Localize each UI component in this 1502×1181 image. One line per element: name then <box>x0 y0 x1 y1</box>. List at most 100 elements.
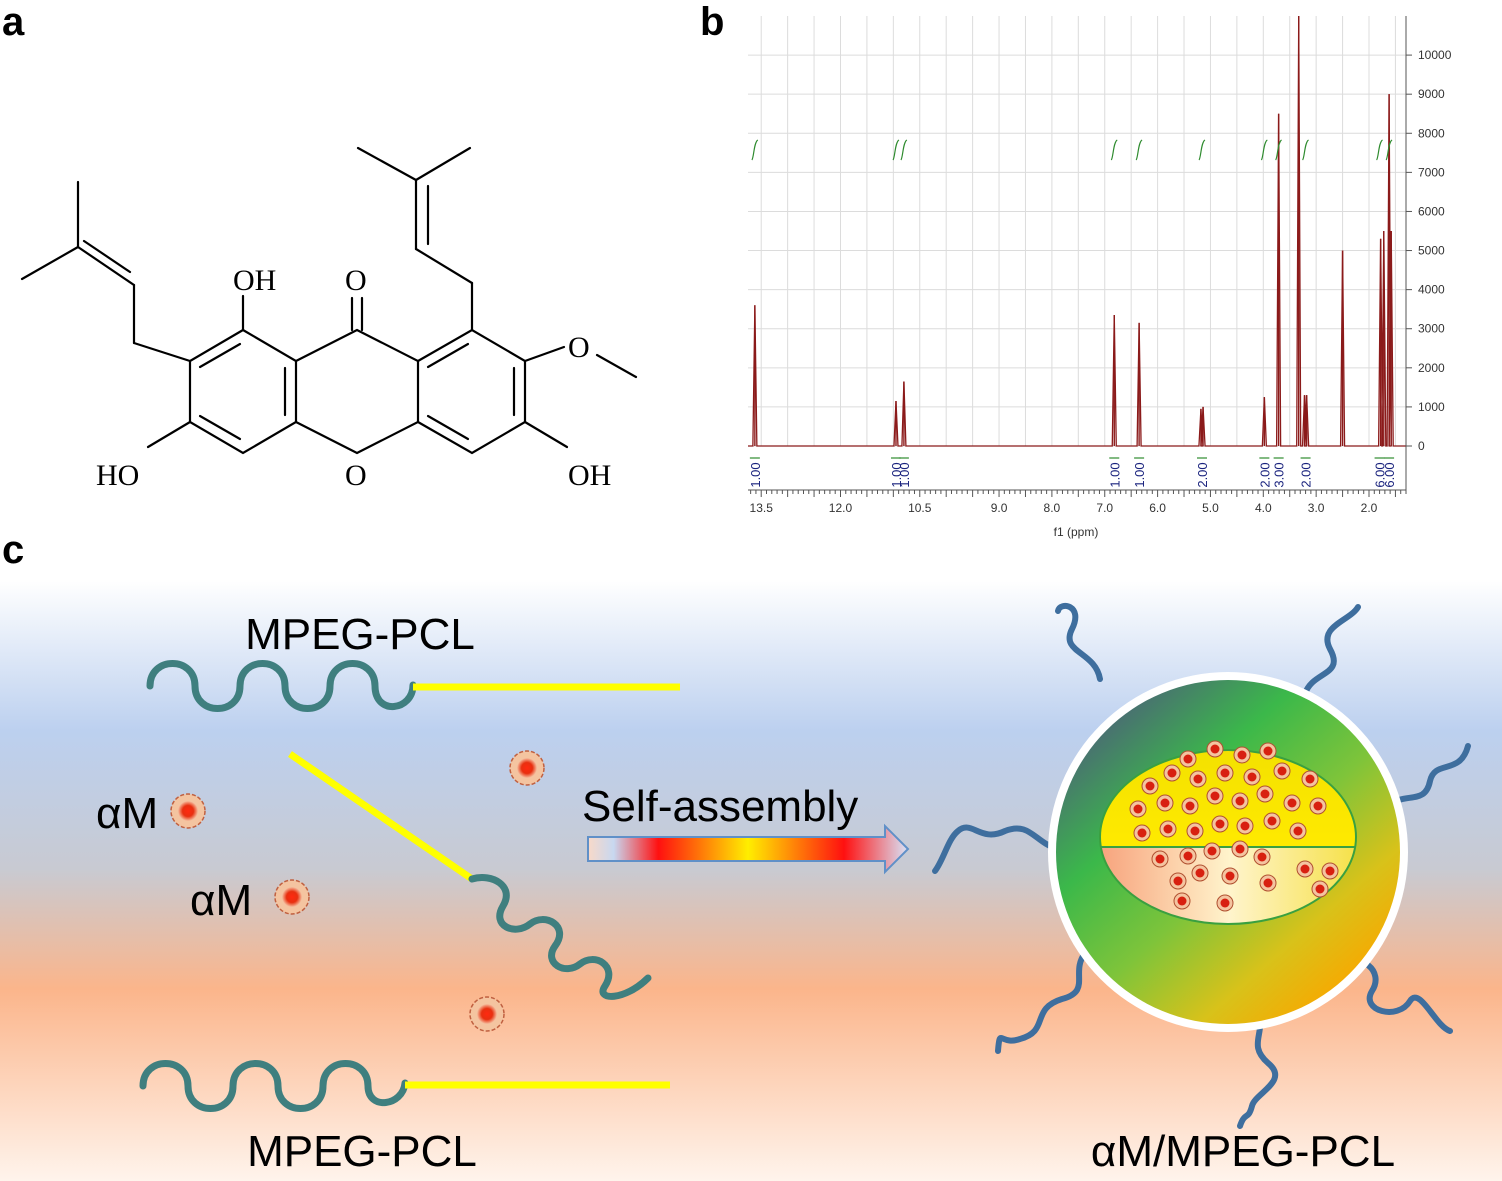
panel-label-a: a <box>2 0 25 44</box>
y-tick-label: 0 <box>1418 439 1425 453</box>
pcl-chain-diagonal <box>288 751 474 882</box>
drug-particle-icon <box>1309 797 1327 815</box>
x-tick-label: 12.0 <box>829 501 853 515</box>
label-carbonyl-o: O <box>345 264 367 297</box>
integral-label: 1.00 <box>897 462 912 487</box>
nmr-grid <box>748 16 1406 447</box>
x-tick-label: 8.0 <box>1044 501 1061 515</box>
arrow-label: Self-assembly <box>582 782 858 831</box>
y-tick-label: 8000 <box>1418 126 1445 140</box>
x-tick-label: 6.0 <box>1149 501 1166 515</box>
integral-label: 6.00 <box>1382 462 1397 487</box>
drug-label-2: αM <box>190 876 252 925</box>
label-ring-o: O <box>345 459 367 492</box>
nmr-spectrum <box>748 15 1406 447</box>
drug-particle-icon <box>1231 840 1249 858</box>
drug-particle-icon <box>1169 872 1187 890</box>
drug-particle-icon <box>1263 812 1281 830</box>
drug-particle-icon <box>1311 880 1329 898</box>
drug-particle-icon <box>1173 892 1191 910</box>
drug-particle-icon <box>1221 867 1239 885</box>
micelle-core <box>1099 749 1357 925</box>
peg-chain-top <box>146 660 417 712</box>
drug-particle-icon <box>1256 785 1274 803</box>
drug-particle-icon <box>1179 750 1197 768</box>
drug-particle-icon <box>1191 864 1209 882</box>
label-ho-left: HO <box>96 459 139 492</box>
drug-particle-icon <box>1283 794 1301 812</box>
right-ring <box>416 328 527 455</box>
encapsulated-drugs <box>1129 740 1339 912</box>
integral-curve <box>1275 139 1283 161</box>
y-tick-label: 2000 <box>1418 361 1445 375</box>
drug-particle-icon <box>469 996 505 1032</box>
integral-curve <box>1302 139 1309 161</box>
drug-particle-icon <box>1289 822 1307 840</box>
drug-particle-icon <box>1186 822 1204 840</box>
integral-label: 2.00 <box>1195 462 1210 487</box>
drug-particle-icon <box>1181 797 1199 815</box>
drug-particle-icon <box>1216 894 1234 912</box>
polymer-label-top: MPEG-PCL <box>245 610 475 659</box>
drug-particle-icon <box>1206 787 1224 805</box>
drug-particle-icon <box>1301 770 1319 788</box>
drug-particle-icon <box>1163 764 1181 782</box>
micelle-chain <box>1237 1006 1279 1129</box>
integral-curve <box>1135 139 1143 161</box>
self-assembly-scheme: MPEG-PCL MPEG-PCL αM αM αM/MPEG-PCL Self… <box>0 581 1502 1181</box>
label-oh-top: OH <box>233 264 276 297</box>
integral-curve <box>900 139 908 161</box>
x-tick-label: 4.0 <box>1255 501 1272 515</box>
drug-particle-icon <box>1133 824 1151 842</box>
panel-label-b: b <box>700 0 725 44</box>
drug-particle-icon <box>1259 874 1277 892</box>
drug-particle-icon <box>1236 817 1254 835</box>
micelle-label: αM/MPEG-PCL <box>1091 1127 1395 1176</box>
drug-particle-icon <box>1273 762 1291 780</box>
integral-curve <box>1385 139 1393 161</box>
drug-particle-icon <box>170 793 206 829</box>
integral-label: 6.00 <box>1373 462 1388 487</box>
drug-particle-icon <box>1151 850 1169 868</box>
drug-particle-icon <box>509 750 545 786</box>
y-tick-label: 10000 <box>1418 48 1452 62</box>
left-ring <box>188 328 298 455</box>
drug-particle-icon <box>1159 820 1177 838</box>
drug-particle-icon <box>1321 862 1339 880</box>
polymer-label-bottom: MPEG-PCL <box>247 1127 477 1176</box>
x-tick-label: 13.5 <box>750 501 774 515</box>
integral-curve <box>892 139 900 161</box>
y-tick-label: 6000 <box>1418 204 1445 218</box>
integral-curve <box>1376 139 1383 161</box>
drug-particle-icon <box>1203 842 1221 860</box>
drug-particle-icon <box>1296 860 1314 878</box>
drug-particle-icon <box>1231 792 1249 810</box>
integral-label: 1.00 <box>1107 462 1122 487</box>
micelle-chain <box>1385 743 1471 809</box>
label-oh-right: OH <box>568 459 611 492</box>
x-tick-label: 2.0 <box>1361 501 1378 515</box>
drug-particle-icon <box>1206 740 1224 758</box>
drug-particle-icon <box>1129 800 1147 818</box>
integral-label: 1.00 <box>748 462 763 487</box>
drug-particle-icon <box>1259 742 1277 760</box>
drug-particle-icon <box>274 879 310 915</box>
drug-particle-icon <box>1211 815 1229 833</box>
spectrum-trace <box>748 15 1406 447</box>
x-tick-label: 5.0 <box>1202 501 1219 515</box>
central-ring <box>294 328 420 455</box>
drug-particle-icon <box>1233 746 1251 764</box>
x-tick-label: 3.0 <box>1308 501 1325 515</box>
y-tick-label: 1000 <box>1418 400 1445 414</box>
micelle-chain <box>932 824 1061 874</box>
drug-particle-icon <box>1141 777 1159 795</box>
self-assembly-arrow <box>587 823 910 875</box>
integral-curve <box>1110 139 1118 161</box>
label-ome-o: O <box>568 331 590 364</box>
alpha-mangostin-structure: OH O O O HO OH <box>20 146 638 492</box>
nmr-axes: 0100020003000400050006000700080009000100… <box>748 16 1452 515</box>
micelle-chain <box>1302 604 1361 697</box>
x-tick-label: 9.0 <box>991 501 1008 515</box>
